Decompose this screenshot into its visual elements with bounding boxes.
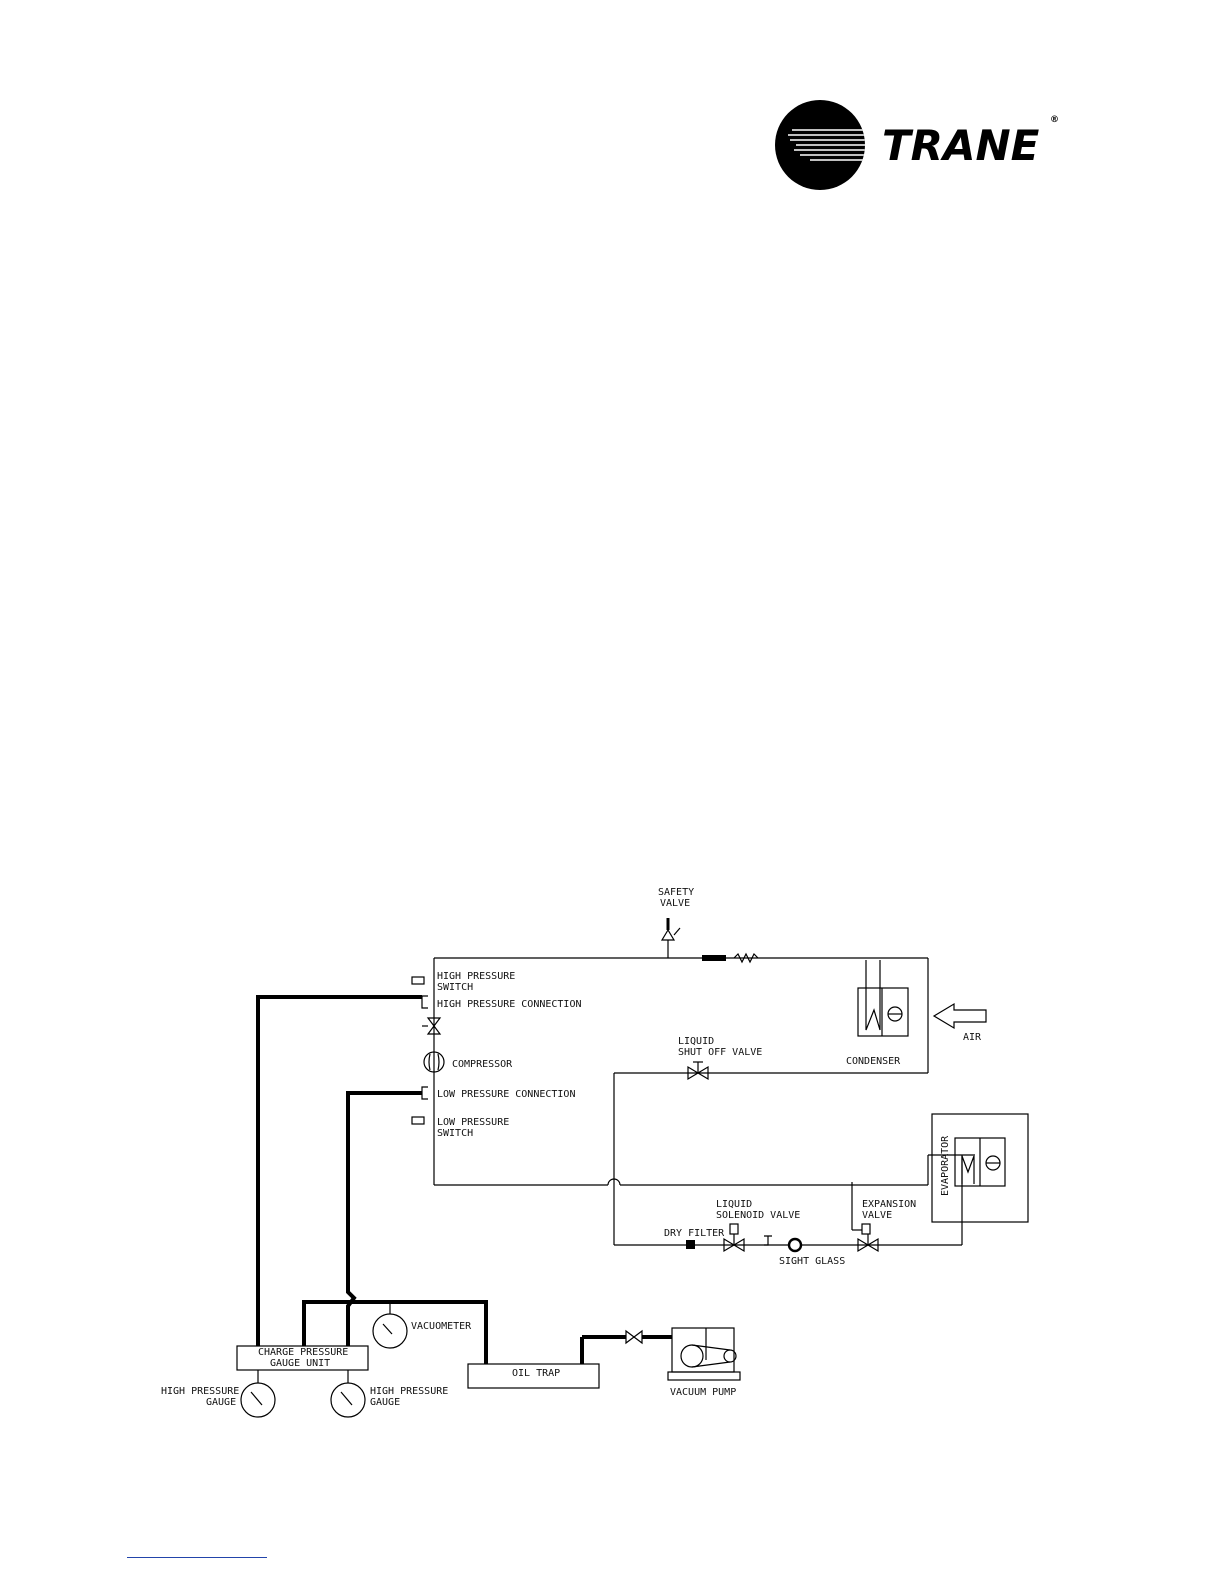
trane-logo-mark: TRANE ®	[775, 100, 1059, 190]
hp-gauge-right-label-2: GAUGE	[370, 1397, 400, 1408]
charge-unit-label-2: GAUGE UNIT	[270, 1358, 330, 1369]
expansion-valve-label-2: VALVE	[862, 1210, 892, 1221]
expansion-valve-label-1: EXPANSION	[862, 1199, 916, 1210]
compressor-label: COMPRESSOR	[452, 1059, 513, 1070]
dry-filter: DRY FILTER	[664, 1228, 725, 1249]
hp-gauge-left-label-1: HIGH PRESSURE	[161, 1386, 239, 1397]
access-port	[764, 1235, 772, 1246]
oil-trap: OIL TRAP	[467, 1363, 600, 1389]
vacuum-pump-label: VACUUM PUMP	[670, 1387, 736, 1398]
liquid-shutoff-label-2: SHUT OFF VALVE	[678, 1047, 762, 1058]
compressor: COMPRESSOR	[423, 1051, 513, 1073]
sight-glass: SIGHT GLASS	[779, 1237, 845, 1267]
hp-gauge-right-label-1: HIGH PRESSURE	[370, 1386, 448, 1397]
liquid-solenoid-label-1: LIQUID	[716, 1199, 752, 1210]
lp-switch-label-2: SWITCH	[437, 1128, 473, 1139]
charging-hoses	[256, 995, 672, 1364]
evaporator-label: EVAPORATOR	[940, 1135, 951, 1196]
liquid-shutoff-label-1: LIQUID	[678, 1036, 714, 1047]
high-pressure-gauge-left: HIGH PRESSURE GAUGE	[161, 1382, 276, 1418]
oil-trap-label: OIL TRAP	[512, 1368, 560, 1379]
safety-valve-label-2: VALVE	[660, 898, 690, 909]
low-pressure-connection: LOW PRESSURE CONNECTION	[421, 1086, 575, 1100]
vacuometer-label: VACUOMETER	[411, 1321, 472, 1332]
high-pressure-connection: HIGH PRESSURE CONNECTION	[421, 995, 582, 1010]
evaporator: EVAPORATOR	[931, 1113, 1029, 1223]
logo-registered-mark: ®	[1050, 115, 1059, 125]
hp-switch-label-2: SWITCH	[437, 982, 473, 993]
logo-brand-text: TRANE	[882, 121, 1040, 170]
service-valve	[422, 1017, 442, 1035]
condenser: CONDENSER	[846, 960, 909, 1067]
liquid-solenoid-valve: LIQUID SOLENOID VALVE	[716, 1199, 800, 1253]
high-pressure-gauge-right: HIGH PRESSURE GAUGE	[330, 1382, 448, 1418]
hp-switch-label-1: HIGH PRESSURE	[437, 971, 515, 982]
low-pressure-switch: LOW PRESSURE SWITCH	[411, 1116, 509, 1139]
vacuum-pump: VACUUM PUMP	[667, 1327, 741, 1398]
vibration-absorber	[702, 952, 759, 964]
lp-switch-label-1: LOW PRESSURE	[437, 1117, 509, 1128]
liquid-solenoid-label-2: SOLENOID VALVE	[716, 1210, 800, 1221]
air-label: AIR	[963, 1032, 982, 1043]
charge-unit-label-1: CHARGE PRESSURE	[258, 1347, 348, 1358]
trane-logo: TRANE ®	[770, 100, 1070, 190]
expansion-valve: EXPANSION VALVE	[851, 1182, 916, 1253]
high-pressure-switch: HIGH PRESSURE SWITCH	[411, 971, 515, 993]
air-arrow-icon: AIR	[932, 1002, 987, 1043]
liquid-shutoff-valve: LIQUID SHUT OFF VALVE	[678, 1036, 762, 1081]
safety-valve-label-1: SAFETY	[658, 887, 694, 898]
charge-pressure-gauge-unit: CHARGE PRESSURE GAUGE UNIT	[236, 1345, 369, 1383]
condenser-label: CONDENSER	[846, 1056, 901, 1067]
vacuometer: VACUOMETER	[372, 1302, 472, 1349]
safety-valve: SAFETY VALVE	[658, 887, 694, 958]
sight-glass-label: SIGHT GLASS	[779, 1256, 845, 1267]
dry-filter-label: DRY FILTER	[664, 1228, 725, 1239]
vacuum-line-valve	[625, 1329, 643, 1345]
lp-connection-label: LOW PRESSURE CONNECTION	[437, 1089, 575, 1100]
hp-gauge-left-label-2: GAUGE	[206, 1397, 236, 1408]
footer-rule	[127, 1557, 267, 1558]
hp-connection-label: HIGH PRESSURE CONNECTION	[437, 999, 582, 1010]
